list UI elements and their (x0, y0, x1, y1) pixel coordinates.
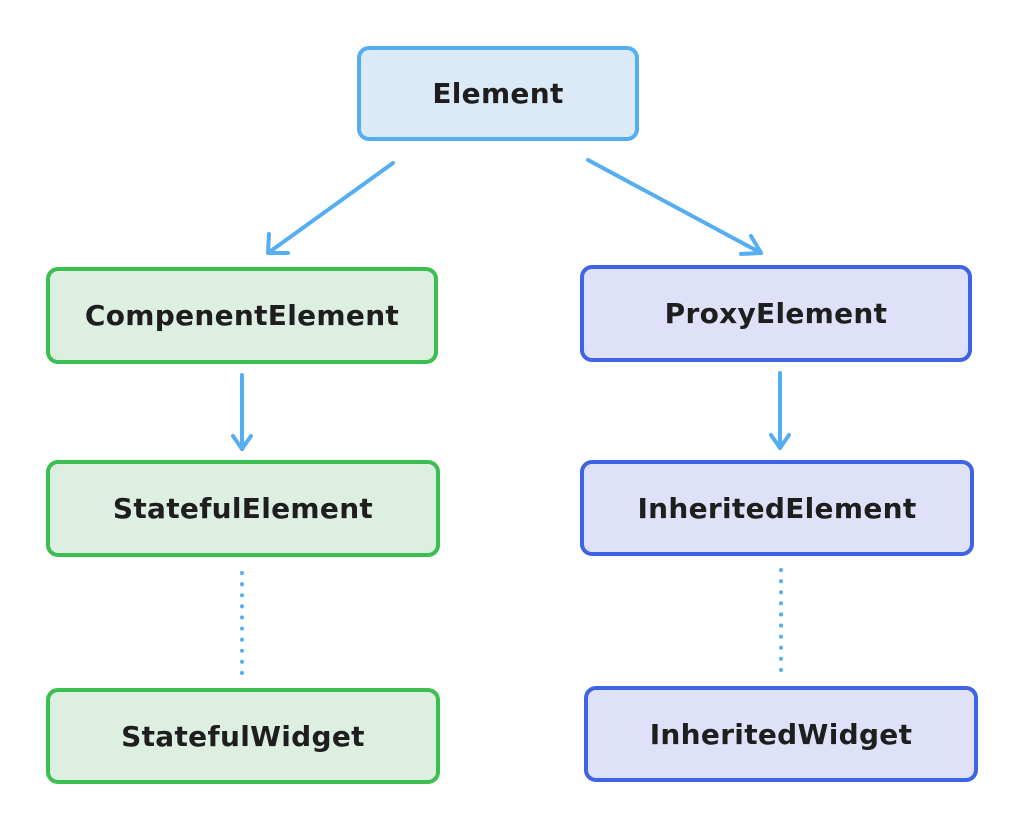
node-proxyelement-label: ProxyElement (664, 297, 888, 330)
node-inheritedelement: InheritedElement (580, 460, 974, 556)
node-statefulelement: StatefulElement (46, 460, 440, 557)
node-compenentelement: CompenentElement (46, 267, 438, 364)
node-inheritedwidget-label: InheritedWidget (649, 717, 913, 751)
node-inheritedwidget: InheritedWidget (584, 686, 978, 782)
node-statefulwidget: StatefulWidget (46, 688, 440, 784)
arrow-element-to-proxyelement (586, 158, 763, 256)
node-compenentelement-label: CompenentElement (84, 299, 400, 332)
arrow-proxyelement-to-inheritedelement (769, 371, 791, 450)
node-statefulwidget-label: StatefulWidget (121, 719, 365, 753)
node-element-label: Element (432, 77, 564, 110)
arrow-compenentelement-to-statefulelement (231, 373, 253, 451)
node-proxyelement: ProxyElement (580, 265, 972, 362)
arrow-element-to-compenentelement (266, 161, 395, 255)
node-inheritedelement-label: InheritedElement (637, 491, 917, 525)
node-statefulelement-label: StatefulElement (112, 492, 374, 525)
node-element: Element (357, 46, 639, 141)
